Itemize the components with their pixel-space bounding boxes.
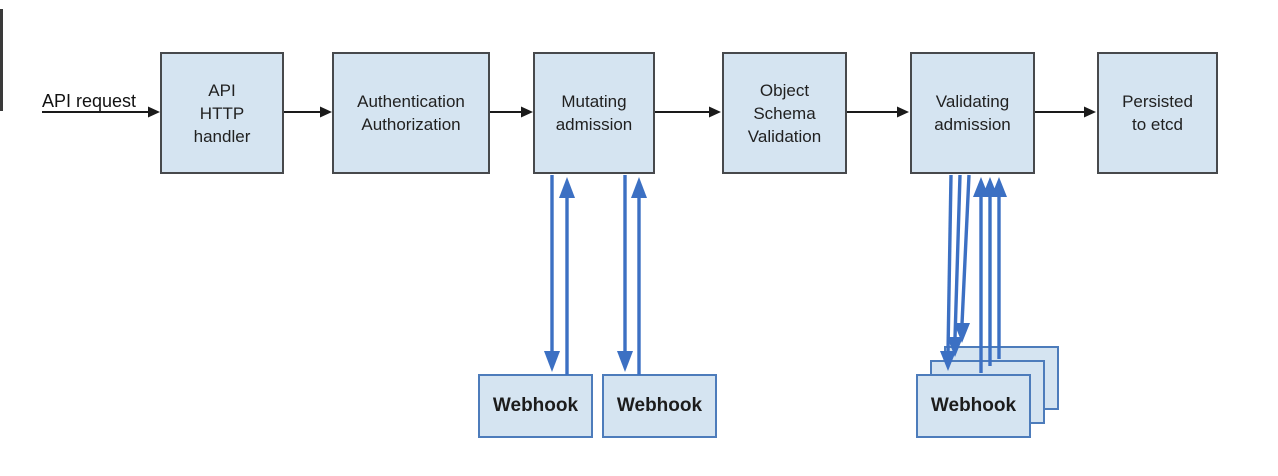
- validating-webhook-down-arrow-2: [947, 174, 963, 357]
- validating-webhook-down-arrow-1: [940, 174, 956, 371]
- mutating-webhook2-down-arrow: [617, 175, 633, 372]
- webhook-label: Webhook: [616, 395, 703, 416]
- stage-label-line: admission: [934, 115, 1011, 134]
- webhook-label: Webhook: [492, 395, 579, 416]
- mutating-webhook-box-1: Webhook: [478, 374, 593, 438]
- stage-label-line: Schema: [753, 103, 816, 123]
- flow-arrow-schema-to-validating: [847, 106, 909, 118]
- validating-webhook-down-arrow-3: [954, 174, 971, 343]
- stage-label-line: HTTP: [199, 103, 245, 123]
- mutating-webhook2-up-arrow: [631, 177, 647, 375]
- stage-label-line: to etcd: [1131, 115, 1184, 134]
- validating-webhook-up-arrow-1: [973, 177, 989, 373]
- stage-label-line: API: [208, 80, 236, 100]
- stage-persisted-to-etcd: Persisted to etcd: [1097, 52, 1218, 174]
- stage-label-line: Mutating: [561, 92, 627, 111]
- stage-mutating-admission: Mutating admission: [533, 52, 655, 174]
- flow-arrow-handler-to-auth: [284, 106, 332, 118]
- flow-arrow-validating-to-etcd: [1035, 106, 1096, 118]
- stage-label-line: admission: [555, 115, 633, 134]
- flow-arrow-auth-to-mutating: [490, 106, 533, 118]
- mutating-webhook1-down-arrow: [544, 175, 560, 372]
- api-request-label: API request: [42, 91, 137, 111]
- stage-label-line: Validation: [747, 126, 822, 146]
- stage-label-line: handler: [193, 126, 251, 146]
- mutating-webhook-box-2: Webhook: [602, 374, 717, 438]
- stage-label-line: Authentication: [357, 92, 465, 111]
- stage-validating-admission: Validating admission: [910, 52, 1035, 174]
- stage-api-http-handler: API HTTP handler: [160, 52, 284, 174]
- validating-webhook-up-arrow-3: [991, 177, 1007, 359]
- stage-label-line: Validating: [935, 92, 1010, 111]
- stage-object-schema-validation: Object Schema Validation: [722, 52, 847, 174]
- flow-arrow-mutating-to-schema: [655, 106, 721, 118]
- webhook-label: Webhook: [930, 395, 1017, 416]
- stage-label-line: Object: [759, 80, 810, 100]
- validating-webhook-box-front: Webhook: [916, 374, 1031, 438]
- left-edge-crop-mark: [0, 9, 3, 111]
- stage-label-line: Persisted: [1122, 92, 1193, 111]
- stage-label-line: Authorization: [361, 115, 461, 134]
- stage-authentication-authorization: Authentication Authorization: [332, 52, 490, 174]
- validating-webhook-up-arrow-2: [982, 177, 998, 366]
- mutating-webhook1-up-arrow: [559, 177, 575, 375]
